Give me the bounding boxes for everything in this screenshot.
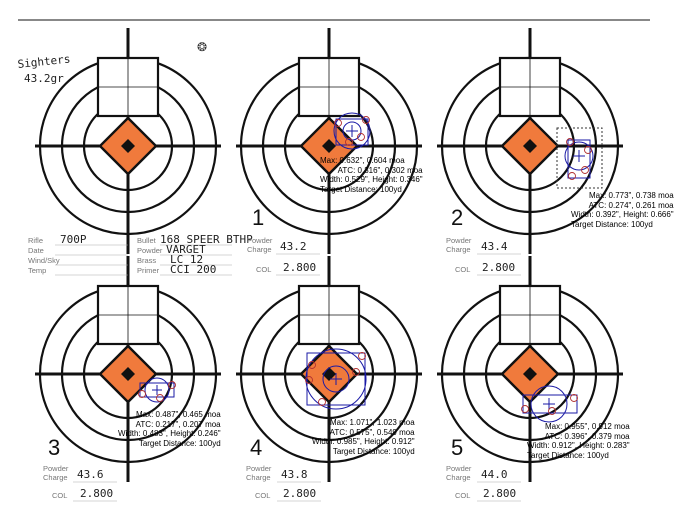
charge-value: 43.8 [281,468,308,481]
target-2-number: 2 [451,205,463,230]
stat-atc: ATC: 0.396", 0.379 moa [544,431,630,441]
charge-value: 43.4 [481,240,508,253]
stat-size: Width: 0.392", Height: 0.666" [571,210,674,219]
stat-size: Width: 0.529", Height: 0.346" [320,175,423,184]
target-5-group-overlay [521,385,578,423]
stat-atc: ATC: 0.575", 0.549 moa [329,427,415,437]
col-value: 2.800 [283,261,316,274]
col-label: COL [455,265,470,274]
col-value: 2.800 [283,487,316,500]
col-value: 2.800 [80,487,113,500]
stat-distance: Target Distance: 100yd [320,184,402,194]
bullet-label: Bullet [137,236,157,245]
charge-label: Charge [446,245,471,254]
target-4-number: 4 [250,435,262,460]
stat-atc: ATC: 0.316", 0.302 moa [337,165,423,175]
col-label: COL [455,491,470,500]
stat-max: Max: 0.773", 0.738 moa [588,191,674,200]
powder-value: VARGET [166,243,206,256]
stat-distance: Target Distance: 100yd [571,219,653,229]
col-value: 2.800 [483,487,516,500]
stat-distance: Target Distance: 100yd [332,446,415,456]
powder-label: Powder [247,236,273,245]
col-label: COL [256,265,271,274]
charge-label: Charge [247,245,272,254]
primer-label: Primer [137,266,160,275]
target-2-group-overlay [556,127,603,189]
stat-max: Max: 1.071", 1.023 moa [329,418,415,427]
brass-label: Brass [137,256,156,265]
target-1-group-overlay [333,112,371,150]
target-3-load: Powder Charge 43.6 COL 2.800 [43,464,117,502]
col-value: 2.800 [482,261,515,274]
temp-label: Temp [28,266,46,275]
col-label: COL [52,491,67,500]
target-5-load: Powder Charge 44.0 COL 2.800 [446,464,521,502]
stat-atc: ATC: 0.217", 0.207 moa [135,419,221,429]
load-form: Rifle 700P Date Wind/Sky Temp Bullet 168… [28,233,253,276]
powder-label: Powder [246,464,272,473]
powder-label: Powder [446,236,472,245]
col-label: COL [255,491,270,500]
powder-label: Powder [43,464,69,473]
target-2-stats: Max: 0.773", 0.738 moa ATC: 0.274", 0.26… [571,191,674,229]
target-4-stats: Max: 1.071", 1.023 moa ATC: 0.575", 0.54… [312,418,415,456]
stat-size: Width: 0.483", Height: 0.246" [118,429,221,438]
wind-label: Wind/Sky [28,256,60,265]
charge-label: Charge [43,473,68,482]
rifle-value: 700P [60,233,87,246]
target-1-load: Powder Charge 43.2 COL 2.800 [247,236,320,276]
stat-size: Width: 0.912", Height: 0.283" [527,441,630,450]
target-5-number: 5 [451,435,463,460]
target-4-group-overlay [305,348,367,410]
stat-size: Width: 0.985", Height: 0.912" [312,437,415,446]
rifle-label: Rifle [28,236,43,245]
target-3-stats: Max: 0.487", 0.465 moa ATC: 0.217", 0.20… [118,410,221,448]
charge-label: Charge [246,473,271,482]
target-3-number: 3 [48,435,60,460]
target-1-stats: Max: 0.632", 0.604 moa ATC: 0.316", 0.30… [320,156,423,194]
stat-max: Max: 0.632", 0.604 moa [320,156,405,165]
charge-label: Charge [446,473,471,482]
bullet-value: 168 SPEER BTHP [160,233,253,246]
sighters-charge: 43.2gr [24,72,64,85]
target-4-load: Powder Charge 43.8 COL 2.800 [246,464,321,502]
charge-value: 43.6 [77,468,104,481]
powder-label: Powder [137,246,163,255]
target-3 [33,254,223,484]
sighter-hole-mark: ❂ [197,40,207,54]
stat-max: Max: 0.955", 0.912 moa [544,422,630,431]
powder-label: Powder [446,464,472,473]
target-2-load: Powder Charge 43.4 COL 2.800 [446,236,521,276]
target-1-number: 1 [252,205,264,230]
sighters-note: Sighters [17,53,71,71]
stat-atc: ATC: 0.274", 0.261 moa [588,200,674,210]
charge-value: 44.0 [481,468,508,481]
stat-distance: Target Distance: 100yd [138,438,221,448]
date-label: Date [28,246,44,255]
target-5-stats: Max: 0.955", 0.912 moa ATC: 0.396", 0.37… [527,422,630,460]
brass-value: LC 12 [170,253,203,266]
stat-max: Max: 0.487", 0.465 moa [135,410,221,419]
target-3-group-overlay [138,377,176,403]
primer-value: CCI 200 [170,263,216,276]
stat-distance: Target Distance: 100yd [527,450,609,460]
charge-value: 43.2 [280,240,307,253]
